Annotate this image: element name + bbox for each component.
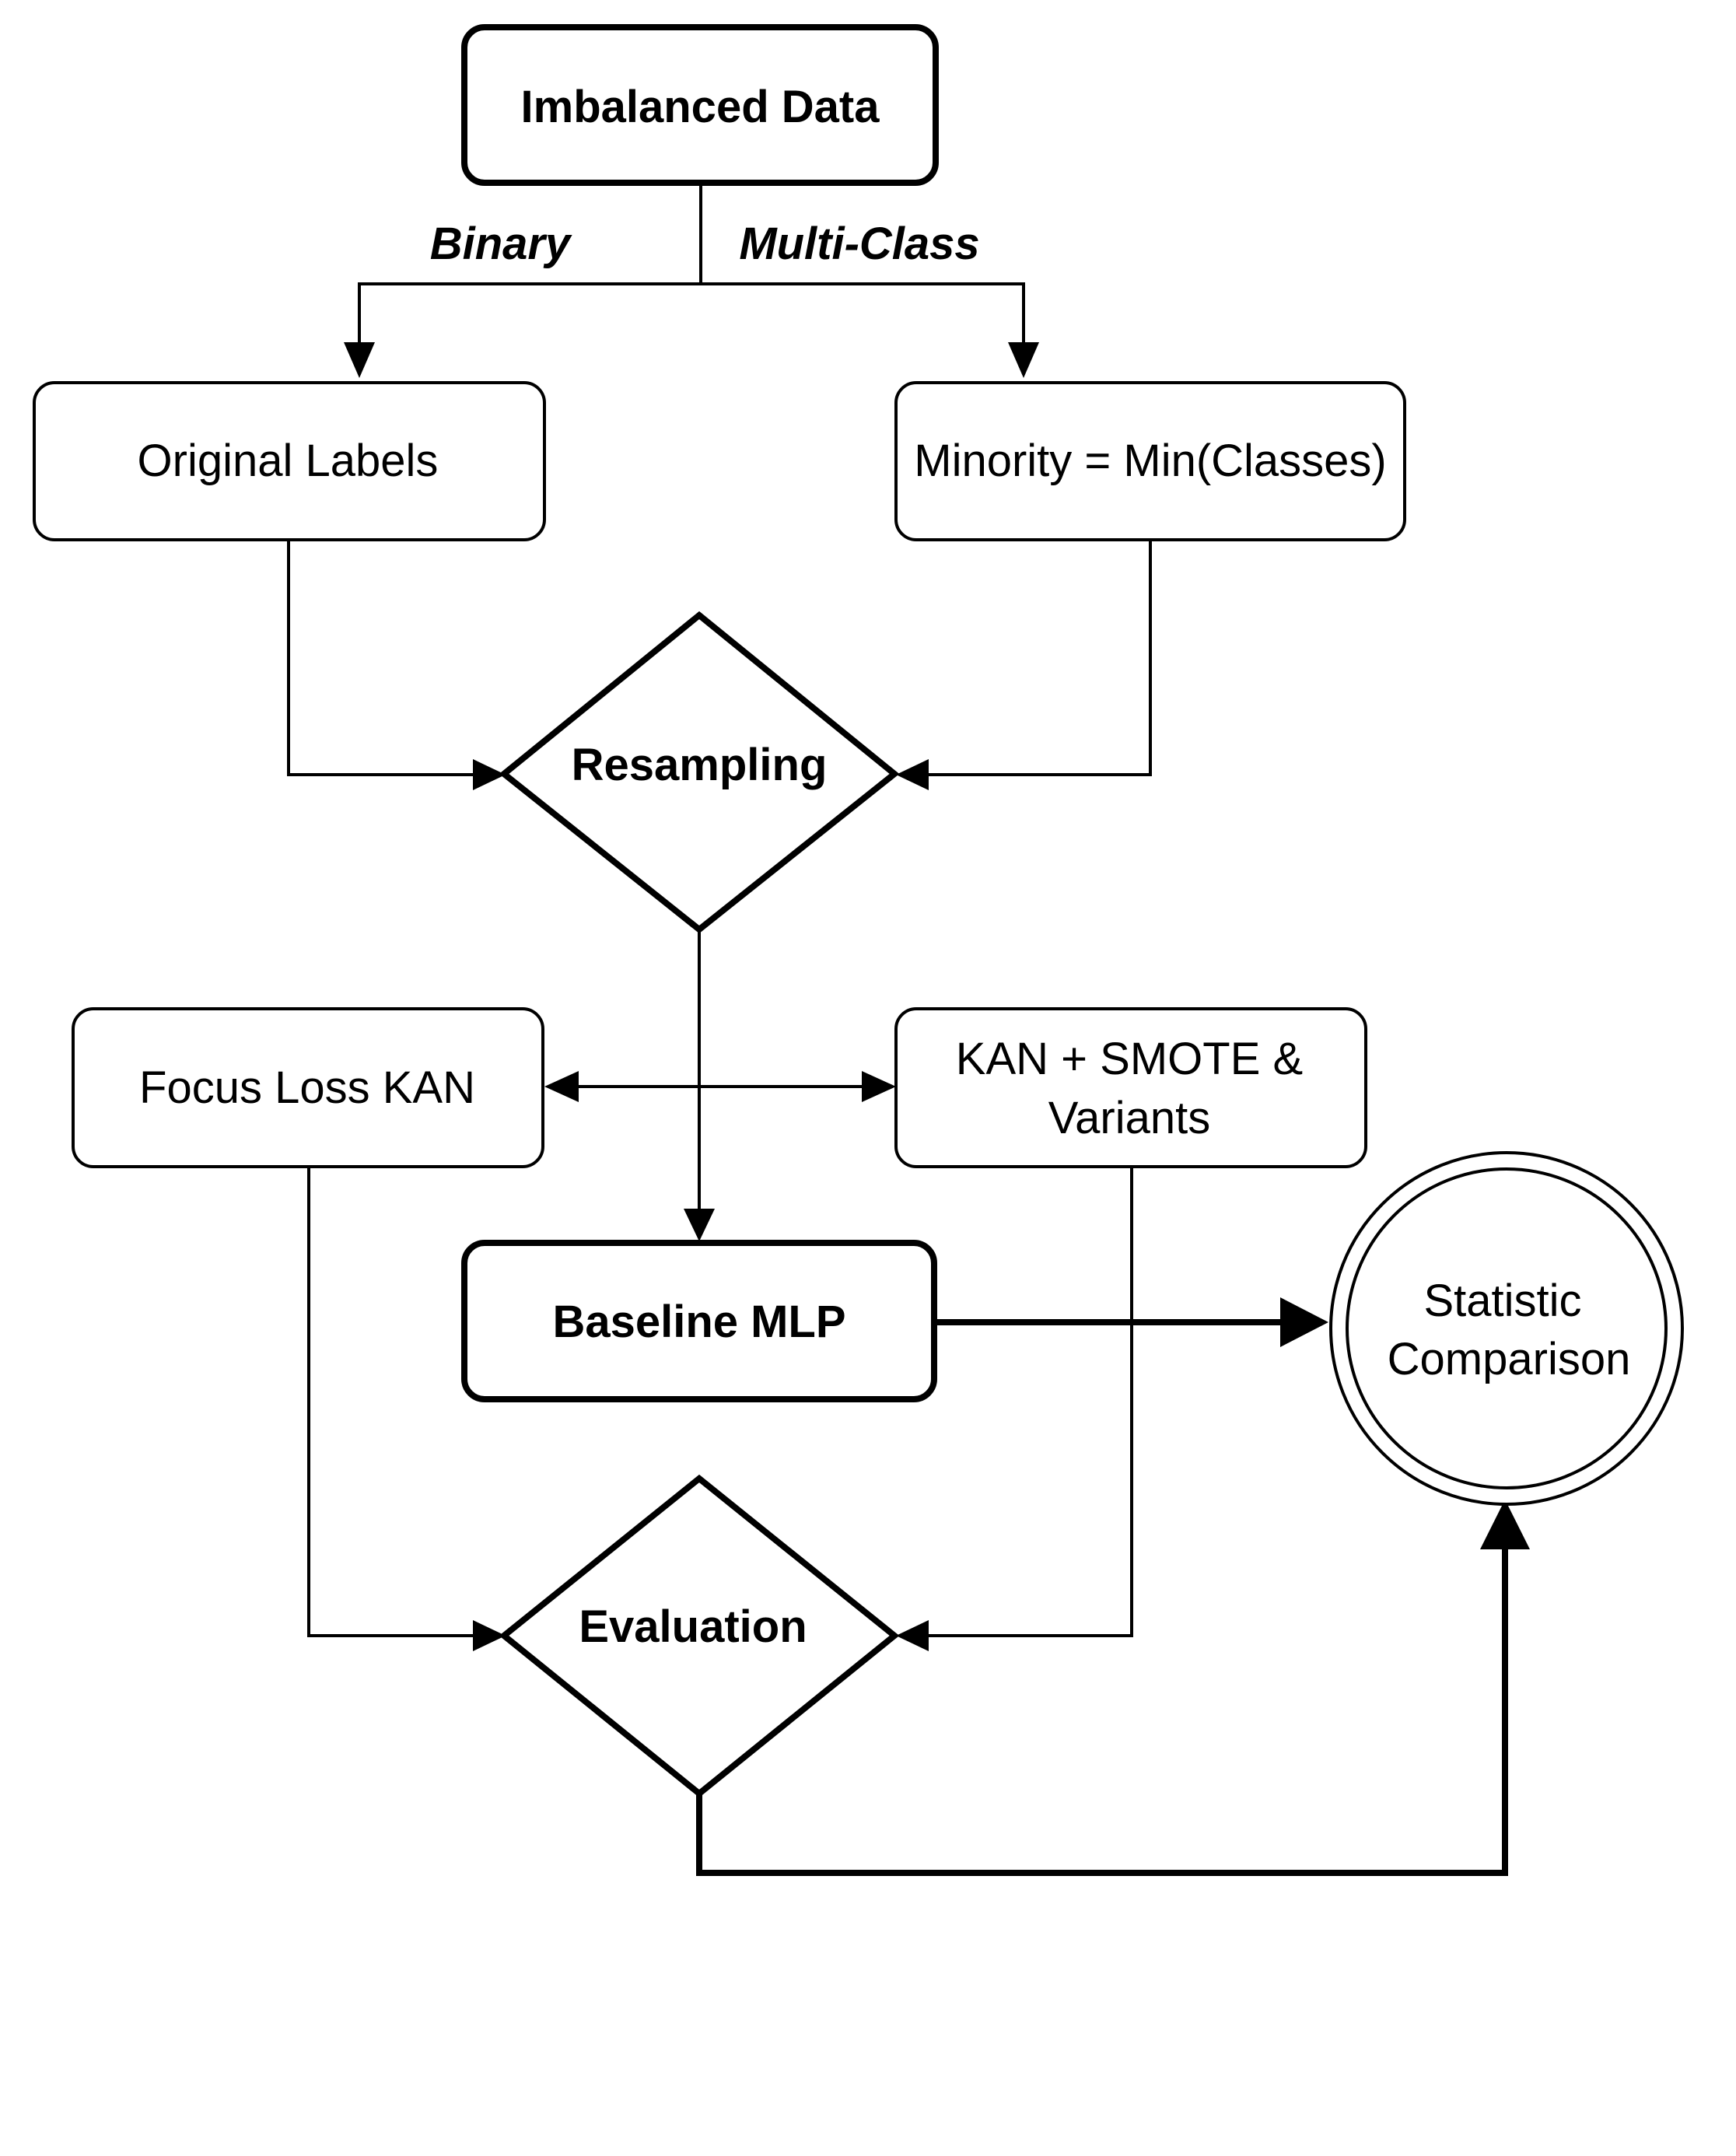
node-evaluation: Evaluation [499,1474,900,1798]
node-minority: Minority = Min(Classes) [894,381,1406,541]
statistic-label-line1: Statistic [1423,1276,1581,1326]
arrowhead-minority-resampling [896,759,929,790]
evaluation-label: Evaluation [579,1601,807,1652]
node-resampling: Resampling [499,611,900,934]
arrowhead-original-resampling [473,759,506,790]
statistic-label-line2: Comparison [1388,1334,1631,1384]
arrowhead-to-kan-smote [862,1071,896,1102]
connectors [287,184,1530,1876]
arrowhead-kan-smote-evaluation [896,1620,929,1651]
node-focus-loss-kan: Focus Loss KAN [72,1007,544,1168]
arrowhead-binary [344,342,375,378]
connector-binary [358,282,701,342]
original-labels-label: Original Labels [138,436,439,486]
edge-label-binary: Binary [430,219,572,269]
baseline-mlp-label: Baseline MLP [552,1297,845,1347]
node-original-labels: Original Labels [33,381,546,541]
minority-label: Minority = Min(Classes) [914,436,1387,486]
node-kan-smote-variants: KAN + SMOTE & Variants [894,1007,1367,1168]
arrowhead-multi-class [1008,342,1039,378]
connector-minority-resampling [927,540,1152,776]
arrowhead-evaluation-statistic [1480,1500,1530,1549]
node-baseline-mlp: Baseline MLP [461,1240,937,1402]
focus-loss-kan-label: Focus Loss KAN [139,1062,475,1113]
arrowhead-focus-evaluation [473,1620,506,1651]
node-statistic-comparison: Statistic Comparison [1329,1151,1684,1506]
arrowhead-to-focus-loss [544,1071,579,1102]
arrowhead-baseline-statistic [1280,1297,1328,1347]
resampling-label: Resampling [572,740,828,790]
connector-focus-evaluation [307,1167,474,1637]
kan-smote-label-line2: Variants [1048,1093,1210,1143]
connector-kan-smote-evaluation [927,1167,1133,1637]
node-imbalanced-data: Imbalanced Data [461,24,939,186]
connector-original-resampling [287,540,474,776]
connector-evaluation-statistic [696,1546,1508,1876]
connector-multi-class [701,282,1025,342]
arrowhead-resampling-baseline [684,1209,715,1241]
edge-label-multi-class: Multi-Class [739,219,979,269]
kan-smote-label-line1: KAN + SMOTE & [956,1034,1303,1084]
imbalanced-data-label: Imbalanced Data [521,82,880,132]
